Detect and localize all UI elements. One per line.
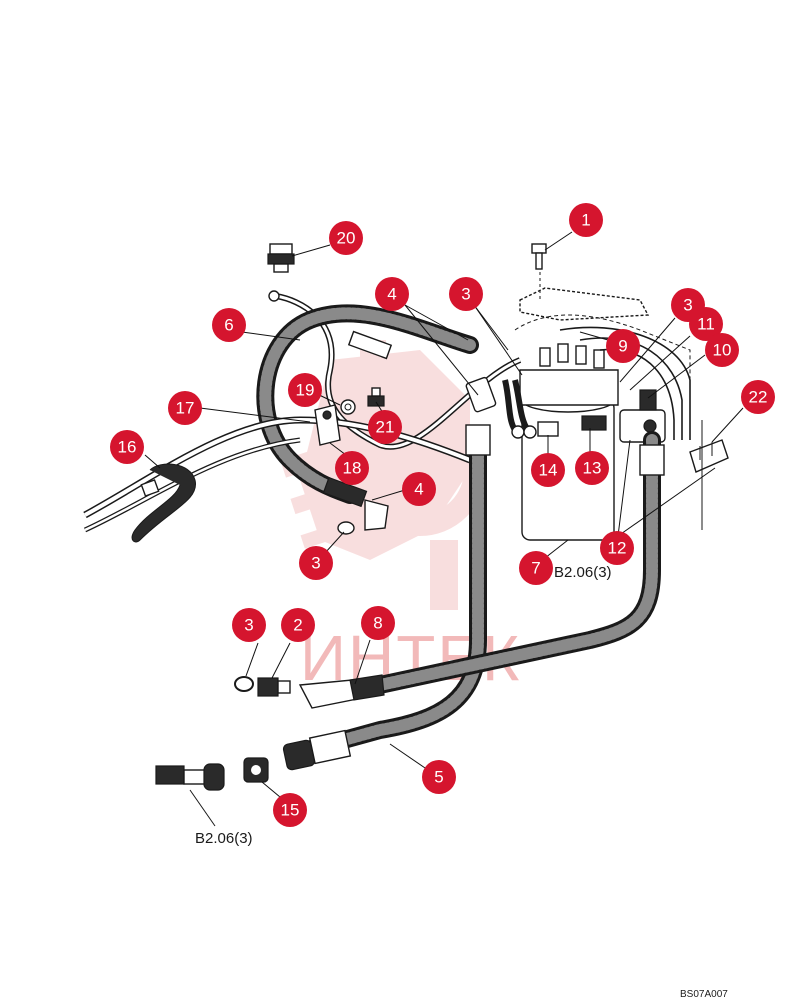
callout-13: 13 xyxy=(575,451,609,485)
callout-3-upper: 3 xyxy=(449,277,483,311)
callout-1: 1 xyxy=(569,203,603,237)
elbow-fitting xyxy=(322,476,389,531)
svg-text:9: 9 xyxy=(618,337,627,356)
hose-left xyxy=(291,424,491,761)
adapter-part xyxy=(257,677,291,697)
callout-12: 12 xyxy=(600,531,634,565)
svg-text:2: 2 xyxy=(293,616,302,635)
svg-text:13: 13 xyxy=(583,459,602,478)
reference-label-center: B2.06(3) xyxy=(554,564,612,581)
svg-text:19: 19 xyxy=(296,381,315,400)
tee-fitting xyxy=(155,763,225,827)
hose-right xyxy=(371,431,665,694)
svg-text:21: 21 xyxy=(376,418,395,437)
callout-20: 20 xyxy=(329,221,363,255)
svg-text:6: 6 xyxy=(224,316,233,335)
callout-21: 21 xyxy=(368,410,402,444)
svg-text:12: 12 xyxy=(608,539,627,558)
connector-block xyxy=(689,420,729,530)
svg-text:15: 15 xyxy=(281,801,300,820)
svg-text:4: 4 xyxy=(387,285,396,304)
hose-clip xyxy=(314,404,341,446)
svg-text:18: 18 xyxy=(343,459,362,478)
svg-text:17: 17 xyxy=(176,399,195,418)
callout-2: 2 xyxy=(281,608,315,642)
svg-text:3: 3 xyxy=(244,616,253,635)
svg-text:11: 11 xyxy=(697,315,715,334)
svg-text:16: 16 xyxy=(118,438,137,457)
svg-text:7: 7 xyxy=(531,559,540,578)
bolt-part xyxy=(531,243,547,270)
svg-text:5: 5 xyxy=(434,768,443,787)
nut-part xyxy=(243,757,269,783)
hose-end-fittings xyxy=(282,674,385,771)
svg-text:3: 3 xyxy=(683,296,692,315)
callout-19: 19 xyxy=(288,373,322,407)
svg-text:22: 22 xyxy=(749,388,768,407)
callout-3-center: 3 xyxy=(299,546,333,580)
callout-15: 15 xyxy=(273,793,307,827)
hose-loop xyxy=(256,304,479,504)
callout-4-lower: 4 xyxy=(402,472,436,506)
callout-22: 22 xyxy=(741,380,775,414)
drawing-code: BS07A007 xyxy=(680,989,728,1000)
svg-text:1: 1 xyxy=(581,211,590,230)
svg-text:3: 3 xyxy=(461,285,470,304)
callout-9: 9 xyxy=(606,329,640,363)
svg-text:10: 10 xyxy=(713,341,732,360)
svg-text:14: 14 xyxy=(539,461,558,480)
callout-14: 14 xyxy=(531,453,565,487)
sender-part xyxy=(267,243,295,273)
callout-17: 17 xyxy=(168,391,202,425)
banjo-bolt-part xyxy=(367,387,385,407)
svg-text:4: 4 xyxy=(414,480,423,499)
callout-7: 7 xyxy=(519,551,553,585)
svg-text:8: 8 xyxy=(373,614,382,633)
o-ring-washer xyxy=(234,676,254,692)
callout-3-lower: 3 xyxy=(232,608,266,642)
reference-label-bottom: B2.06(3) xyxy=(195,830,253,847)
svg-text:20: 20 xyxy=(337,229,356,248)
callout-8: 8 xyxy=(361,606,395,640)
leader-lines xyxy=(144,231,744,798)
callout-10: 10 xyxy=(705,333,739,367)
callout-4-upper: 4 xyxy=(375,277,409,311)
cable-clamp xyxy=(131,463,196,543)
head-fittings xyxy=(465,376,607,439)
callout-18: 18 xyxy=(335,451,369,485)
svg-text:3: 3 xyxy=(311,554,320,573)
callout-5: 5 xyxy=(422,760,456,794)
callout-16: 16 xyxy=(110,430,144,464)
callout-11: 11 xyxy=(689,307,723,341)
sealing-washer xyxy=(337,521,355,535)
washer-part xyxy=(340,399,356,415)
callout-6: 6 xyxy=(212,308,246,342)
